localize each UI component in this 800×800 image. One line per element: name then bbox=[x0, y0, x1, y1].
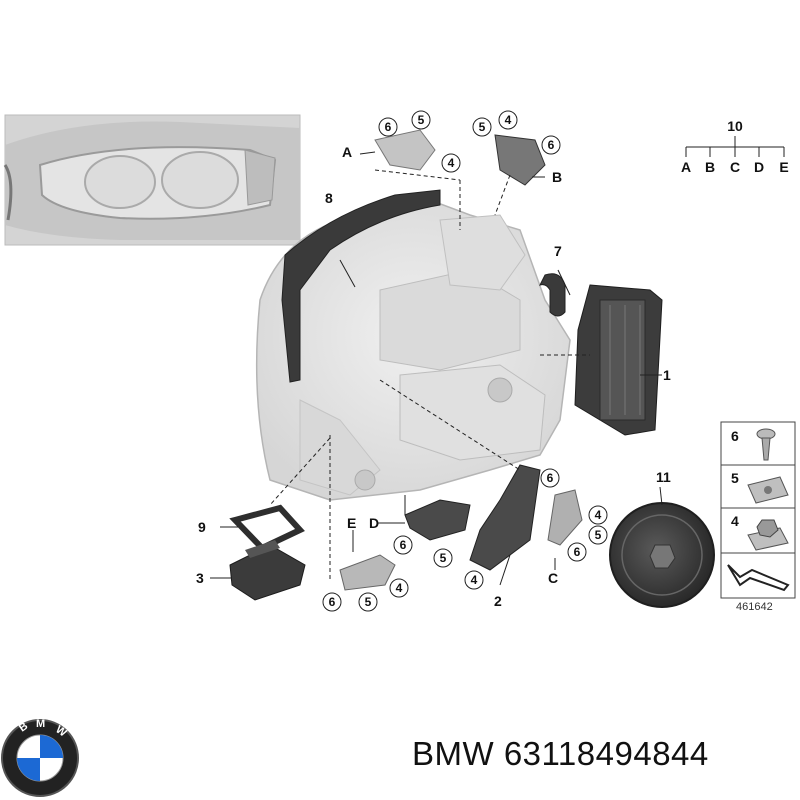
nut-icon bbox=[747, 519, 789, 551]
callout: 6 bbox=[547, 471, 554, 485]
callouts-right-c: 6 4 5 6 bbox=[540, 468, 608, 562]
callout: 6 bbox=[574, 545, 581, 559]
clip-nut-icon bbox=[747, 476, 789, 504]
callout: 5 bbox=[418, 113, 425, 127]
headlight-photo-inset bbox=[3, 114, 301, 246]
letter-e: E bbox=[347, 515, 356, 531]
callout: 5 bbox=[479, 120, 486, 134]
group-tree-10: 10 A B C D E bbox=[681, 118, 789, 175]
module-part-3 bbox=[229, 540, 306, 601]
legend-label: 6 bbox=[731, 428, 739, 444]
part-number-9: 9 bbox=[198, 519, 206, 535]
callout: 5 bbox=[365, 595, 372, 609]
side-letters: A B C D E bbox=[342, 144, 562, 586]
screw-icon bbox=[756, 428, 776, 461]
callout: 5 bbox=[595, 528, 602, 542]
part-number-3: 3 bbox=[196, 570, 204, 586]
part-numbers: 1 2 3 7 8 9 11 bbox=[196, 190, 671, 609]
callouts-mid-d: 6 5 4 bbox=[393, 535, 484, 590]
callout: 4 bbox=[505, 113, 512, 127]
bracket-b bbox=[494, 134, 546, 186]
callouts-top-right: 5 4 6 bbox=[472, 110, 561, 155]
group-letter: E bbox=[779, 159, 788, 175]
cover-cap-part-11 bbox=[609, 502, 715, 608]
callout: 4 bbox=[595, 508, 602, 522]
part-number-2: 2 bbox=[494, 593, 502, 609]
callout: 6 bbox=[385, 120, 392, 134]
part-number-11: 11 bbox=[656, 469, 671, 485]
callout: 4 bbox=[448, 156, 455, 170]
part-number-caption: BMW 63118494844 bbox=[412, 735, 709, 772]
bmw-logo: B M W bbox=[1, 718, 79, 797]
leader-lines bbox=[210, 151, 663, 586]
hose-part-7 bbox=[539, 273, 566, 317]
callout: 4 bbox=[396, 581, 403, 595]
callout: 6 bbox=[329, 595, 336, 609]
group-letter: D bbox=[754, 159, 764, 175]
direction-arrow-icon bbox=[727, 564, 790, 592]
bracket-c bbox=[547, 489, 583, 546]
part-number-7: 7 bbox=[554, 243, 562, 259]
bracket-d bbox=[404, 499, 471, 541]
fastener-legend: 6 5 4 bbox=[720, 421, 796, 599]
control-unit-part-1 bbox=[574, 284, 663, 436]
letter-c: C bbox=[548, 570, 558, 586]
group-number: 10 bbox=[727, 118, 743, 134]
callout: 5 bbox=[440, 551, 447, 565]
diagram-reference-number: 461642 bbox=[736, 601, 773, 613]
callout: 6 bbox=[548, 138, 555, 152]
letter-b: B bbox=[552, 169, 562, 185]
bracket-a bbox=[374, 129, 436, 171]
gasket-part-8 bbox=[281, 189, 441, 383]
callout: 6 bbox=[400, 538, 407, 552]
group-letter: A bbox=[681, 159, 691, 175]
headlight-housing bbox=[255, 199, 571, 501]
legend-label: 5 bbox=[731, 470, 739, 486]
legend-label: 4 bbox=[731, 513, 739, 529]
seal-part-9 bbox=[229, 504, 305, 552]
letter-d: D bbox=[369, 515, 379, 531]
group-letter: B bbox=[705, 159, 715, 175]
svg-text:M: M bbox=[36, 718, 45, 730]
bracket-part-2 bbox=[469, 464, 541, 571]
group-letter: C bbox=[730, 159, 740, 175]
callouts-top-left: 6 5 4 bbox=[378, 110, 461, 173]
letter-a: A bbox=[342, 144, 352, 160]
callouts-bottom-e: 6 5 4 bbox=[322, 578, 409, 612]
part-number-8: 8 bbox=[325, 190, 333, 206]
callout: 4 bbox=[471, 573, 478, 587]
bracket-e bbox=[339, 554, 396, 591]
part-number-1: 1 bbox=[663, 367, 671, 383]
